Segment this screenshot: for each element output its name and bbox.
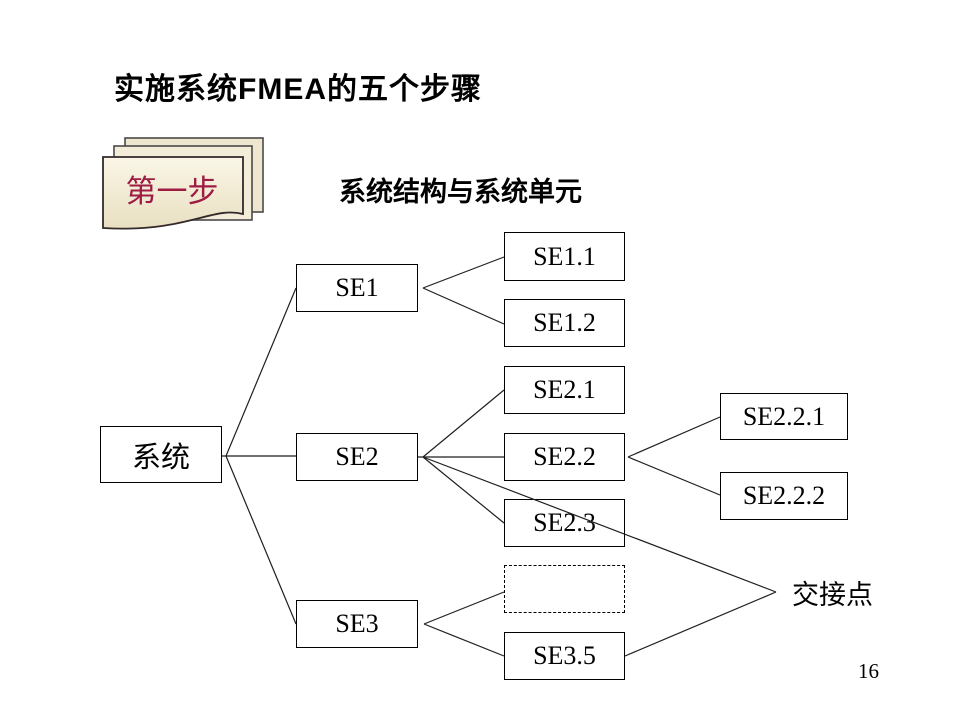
edge-se1-se1-2 [422, 287, 505, 325]
node-se2-2-2: SE2.2.2 [720, 472, 848, 520]
edge-se2-2-se2-2-2 [627, 456, 721, 496]
slide-subtitle: 系统结构与系统单元 [339, 177, 582, 207]
step-card-label: 第一步 [126, 174, 219, 209]
edge-se2-2-se2-2-1 [627, 416, 721, 458]
slide-title: 实施系统FMEA的五个步骤 [114, 73, 482, 106]
node-se1-2: SE1.2 [504, 299, 625, 347]
node-se3: SE3 [296, 600, 418, 648]
node-se2-1: SE2.1 [504, 366, 625, 414]
node-se2: SE2 [296, 433, 418, 481]
page-number: 16 [858, 659, 879, 683]
node-se2-3: SE2.3 [504, 499, 625, 547]
node-se3-hidden [504, 565, 625, 613]
step-card-stack: 第一步 [102, 137, 264, 230]
interface-point-label: 交接点 [792, 580, 873, 610]
edge-se1-se1-1 [422, 256, 505, 289]
node-se1: SE1 [296, 264, 418, 312]
card-front [102, 156, 244, 230]
edge-se2-se2-3 [422, 456, 505, 524]
edge-se3-se3-5 [423, 623, 505, 657]
node-se3-5: SE3.5 [504, 632, 625, 680]
node-se1-1: SE1.1 [504, 232, 625, 281]
edge-system-se1 [225, 287, 297, 457]
edge-se3-5-interface-point [624, 591, 777, 657]
edge-system-se3 [225, 455, 297, 625]
edge-se3-hidden [423, 591, 505, 625]
node-se2-2: SE2.2 [504, 433, 625, 481]
node-system: 系统 [100, 426, 222, 483]
node-se2-2-1: SE2.2.1 [720, 393, 848, 440]
edge-se2-se2-1 [422, 389, 505, 458]
